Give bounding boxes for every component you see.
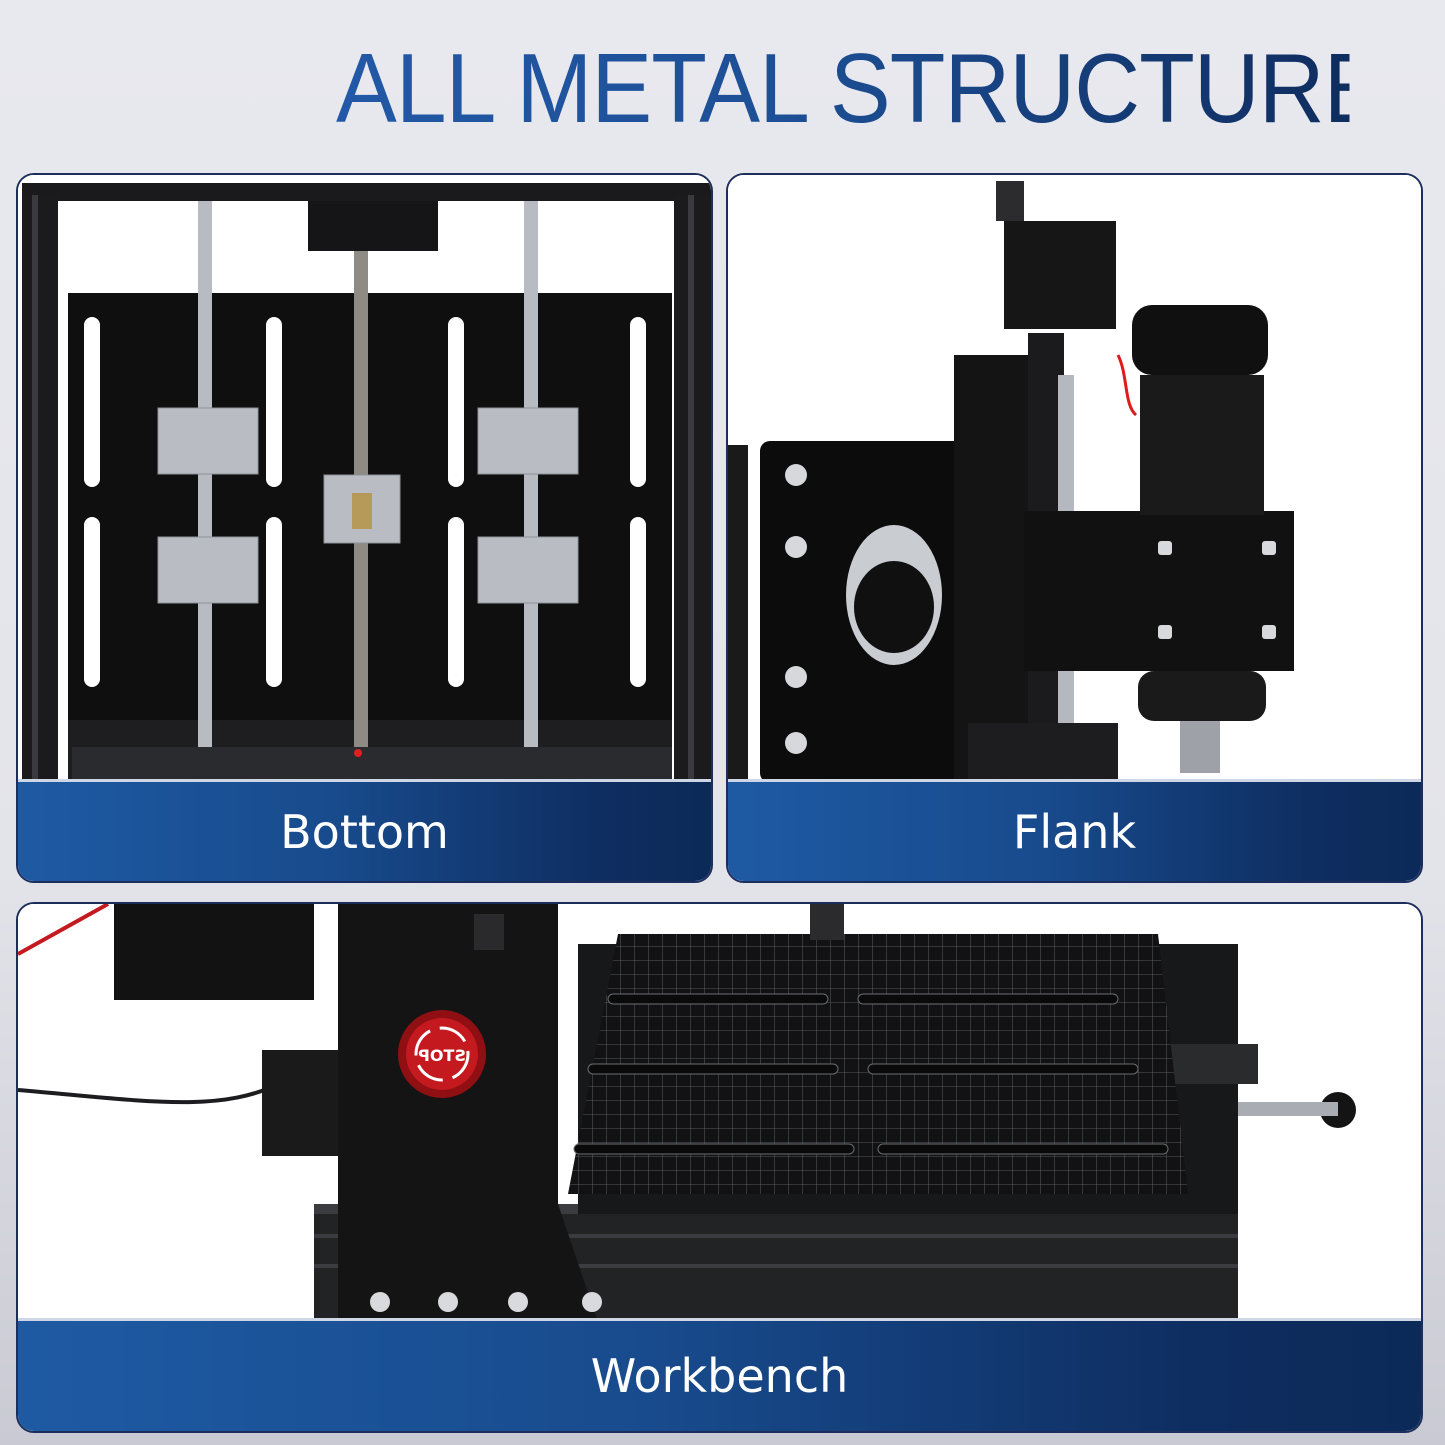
caption-bar-bottom: Bottom bbox=[18, 779, 711, 881]
bottom-view-photo bbox=[18, 175, 711, 783]
caption-bar-workbench: Workbench bbox=[18, 1318, 1421, 1431]
caption-bar-flank: Flank bbox=[728, 779, 1421, 881]
caption-bottom: Bottom bbox=[280, 804, 449, 859]
headline-title: ALL METAL STRUCTURE bbox=[336, 33, 1384, 143]
svg-text:STOP: STOP bbox=[418, 1046, 466, 1065]
panel-bottom: Bottom bbox=[16, 173, 713, 883]
workbench-view-photo: STOP bbox=[18, 904, 1421, 1322]
cnc-workbench-illustration: STOP bbox=[18, 904, 1421, 1322]
stop-button-icon: STOP bbox=[398, 1010, 486, 1098]
caption-flank: Flank bbox=[1012, 804, 1137, 859]
cnc-bottom-illustration bbox=[18, 175, 711, 783]
flank-view-photo bbox=[728, 175, 1421, 783]
panel-workbench: STOP Workbench bbox=[16, 902, 1423, 1433]
cnc-flank-illustration bbox=[728, 175, 1421, 783]
panel-flank: Flank bbox=[726, 173, 1423, 883]
caption-workbench: Workbench bbox=[590, 1349, 849, 1403]
